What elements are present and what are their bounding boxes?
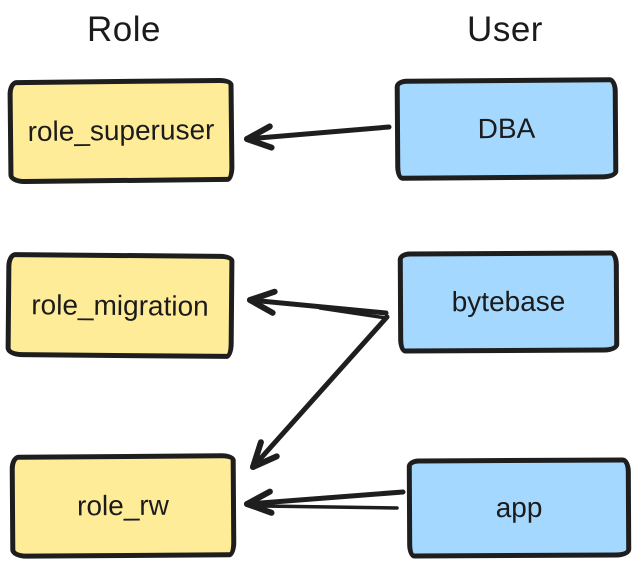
- node-dba-label: DBA: [477, 112, 536, 145]
- node-role-migration: role_migration: [5, 252, 235, 359]
- node-role-superuser-label: role_superuser: [27, 114, 215, 147]
- node-role-migration-label: role_migration: [31, 288, 209, 322]
- node-bytebase-label: bytebase: [451, 285, 566, 318]
- node-dba: DBA: [394, 77, 619, 181]
- edge-dba-to-role-superuser: [244, 123, 392, 151]
- edge-bytebase-to-role-rw: [250, 314, 390, 470]
- column-heading-role: Role: [87, 10, 161, 49]
- column-heading-user: User: [467, 10, 543, 49]
- edge-app-to-role-rw: [244, 488, 406, 516]
- node-role-rw-label: role_rw: [76, 489, 170, 522]
- node-role-superuser: role_superuser: [7, 77, 235, 185]
- edge-bytebase-to-role-migration: [247, 288, 389, 320]
- node-role-rw: role_rw: [9, 453, 237, 559]
- node-bytebase: bytebase: [397, 250, 620, 354]
- node-app-label: app: [495, 491, 543, 524]
- node-app: app: [406, 457, 632, 559]
